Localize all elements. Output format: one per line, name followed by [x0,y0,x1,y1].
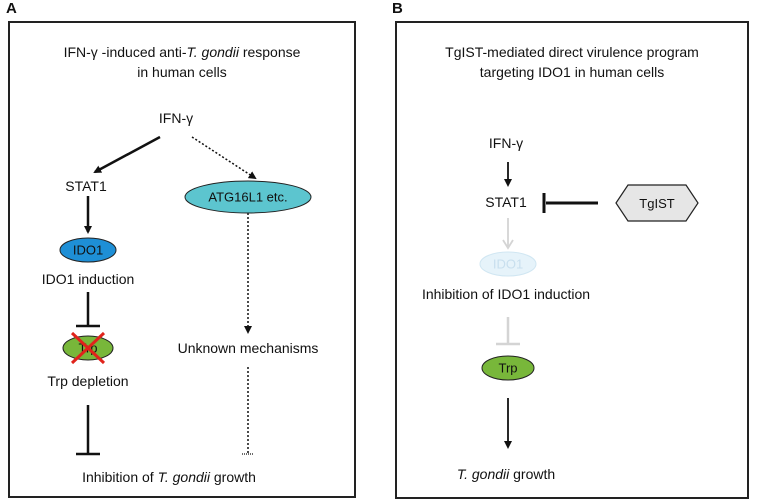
unknown-mechanisms-label: Unknown mechanisms [177,340,319,356]
inhibition-italic: T. gondii [157,469,210,485]
trp-node-label: Trp [498,361,517,376]
ido1-node-faint-label: IDO1 [493,257,523,272]
panel-a-title-post: response [238,44,301,60]
ido1-node-faint [479,251,537,277]
tgist-node [615,184,699,222]
inhibition-ido1-induction-label: Inhibition of IDO1 induction [421,286,591,302]
panel-b-frame [395,21,749,499]
trp-node [481,355,535,381]
inhibition-pre: Inhibition of [82,469,158,485]
tgist-node-label: TgIST [639,196,674,211]
growth-italic: T. gondii [456,466,510,482]
inhibition-growth-label: Inhibition of T. gondii growth [82,469,256,485]
panel-a-title: IFN-γ -induced anti-T. gondii response i… [20,42,344,82]
panel-b-letter: B [392,0,403,17]
arrow-ifn-to-atg-dotted [191,136,257,180]
ido1-node-label: IDO1 [73,243,103,258]
panel-a-frame [8,21,356,498]
growth-post: growth [509,466,556,482]
trp-depletion-label: Trp depletion [47,373,129,389]
growth-label: T. gondii growth [457,466,555,482]
panel-a-title-pre: IFN-γ -induced anti- [63,44,187,60]
atg16l1-node [184,180,312,214]
ido1-induction-label: IDO1 induction [41,271,135,287]
panel-a-letter: A [6,0,17,17]
atg16l1-node-label: ATG16L1 etc. [208,190,287,205]
panel-a-ifn-gamma-label: IFN-γ [158,110,194,126]
panel-b-ifn-gamma-label: IFN-γ [488,135,524,151]
panel-b-title-line1: TgIST-mediated direct virulence program [445,44,699,60]
inhibition-post: growth [210,469,256,485]
red-cross-icon [70,331,106,365]
panel-a-stat1-label: STAT1 [65,178,107,194]
panel-b-title-line2: targeting IDO1 in human cells [479,64,665,80]
panel-b-stat1-label: STAT1 [485,194,527,210]
panel-a-title-italic: T. gondii [186,44,239,60]
arrow-ifn-to-stat1 [93,135,161,174]
panel-a-title-line2: in human cells [137,64,227,80]
ido1-node [59,237,117,263]
panel-b-title: TgIST-mediated direct virulence program … [405,42,739,82]
